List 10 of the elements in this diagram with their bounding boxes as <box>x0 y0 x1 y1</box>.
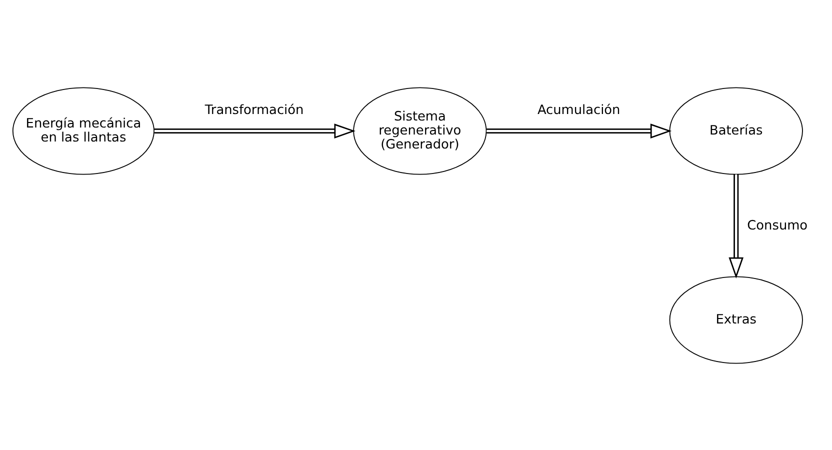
node-ellipse: Baterías <box>669 86 803 174</box>
node-ellipse: Energía mecánica en las llantas <box>12 86 154 174</box>
arrow <box>486 123 672 138</box>
edge-label: Acumulación <box>537 102 620 118</box>
edge-label: Consumo <box>747 218 808 233</box>
arrow <box>728 174 744 278</box>
node-ellipse: Extras <box>669 276 803 364</box>
edge-label: Transformación <box>204 102 304 118</box>
arrow <box>154 123 356 138</box>
node-ellipse: Sistema regenerativo (Generador) <box>353 86 487 174</box>
